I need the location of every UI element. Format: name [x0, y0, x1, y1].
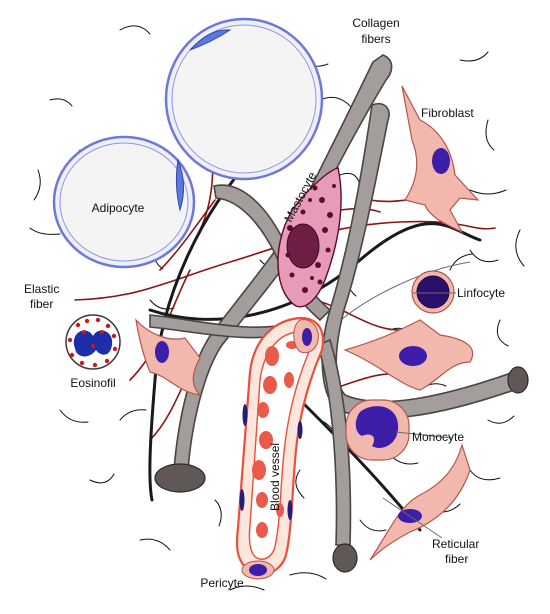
label-elastic-fiber-line2: fiber — [30, 297, 53, 311]
eosinophil — [65, 314, 121, 370]
label-eosinofil: Eosinofil — [70, 376, 115, 390]
adipocyte-top — [164, 17, 324, 181]
leader-lines — [382, 292, 456, 539]
label-adipocyte: Adipocyte — [92, 201, 145, 215]
label-reticular-fiber-line1: Reticular — [432, 537, 479, 551]
label-monocyte: Monocyte — [412, 430, 464, 444]
label-elastic-fiber-line1: Elastic — [24, 282, 59, 296]
label-collagen-fibers-line1: Collagen — [352, 16, 399, 30]
fibroblast-middle — [343, 319, 474, 391]
monocyte — [345, 399, 410, 461]
pericyte-top — [293, 319, 319, 354]
label-linfocyte: Linfocyte — [457, 286, 505, 300]
blood-vessel — [235, 316, 325, 576]
fibroblast-left — [135, 318, 202, 396]
mastocyte — [277, 167, 342, 308]
label-fibroblast: Fibroblast — [421, 106, 474, 120]
pericyte-bottom — [241, 560, 275, 580]
label-pericyte: Pericyte — [200, 576, 244, 590]
adipocyte-bottom — [52, 135, 196, 269]
label-collagen-fibers-line2: fibers — [361, 32, 390, 46]
fibroblast-top — [401, 85, 480, 234]
label-reticular-fiber-line2: fiber — [445, 552, 468, 566]
lymphocyte — [411, 270, 455, 314]
label-blood-vessel: Blood vessel — [268, 443, 282, 511]
